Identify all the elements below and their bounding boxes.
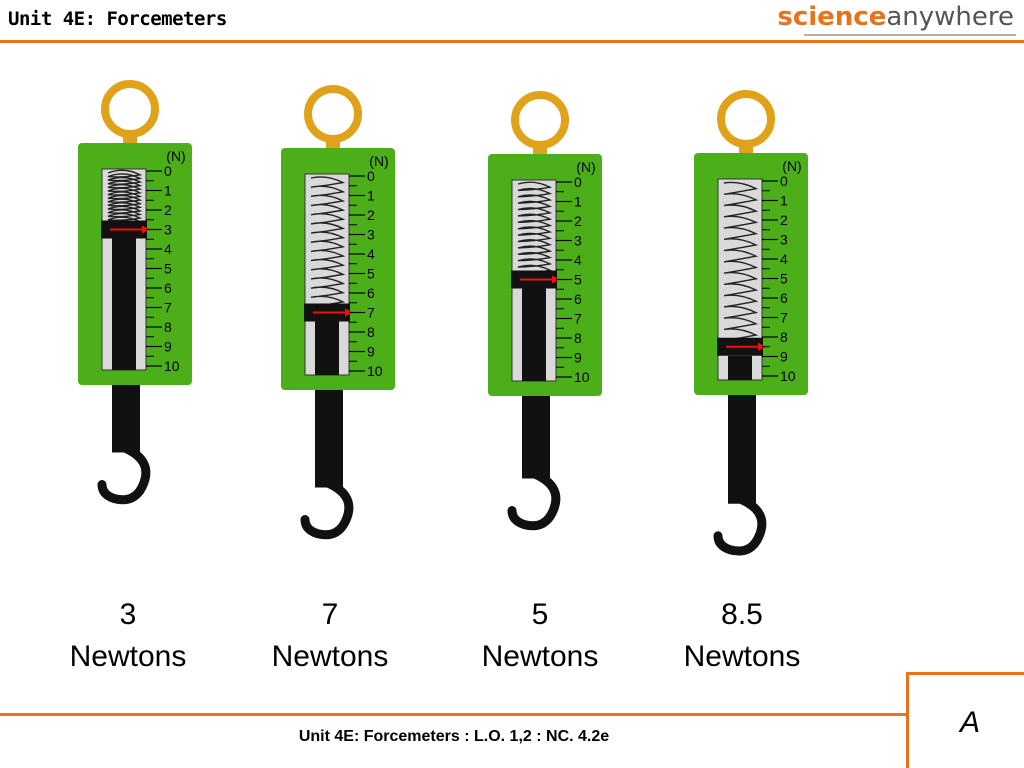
spring-1 [107, 169, 143, 225]
hook-rod-1 [112, 375, 140, 453]
ring-neck-4 [739, 141, 753, 155]
marker-bar-4 [728, 355, 752, 380]
tick-label-3-10: 10 [574, 369, 590, 385]
ring-neck-3 [533, 142, 547, 156]
tick-label-4-0: 0 [780, 173, 788, 189]
ring-2 [304, 85, 362, 143]
hook-2 [300, 479, 354, 540]
tick-label-3-8: 8 [574, 330, 582, 346]
tick-label-2-8: 8 [367, 324, 375, 340]
tick-label-3-0: 0 [574, 174, 582, 190]
reading-value-4: 8.5 [721, 598, 763, 631]
marker-bar-3 [522, 288, 546, 381]
tick-label-3-2: 2 [574, 213, 582, 229]
hook-1 [97, 444, 151, 505]
page-title: Unit 4E: Forcemeters [8, 8, 227, 30]
tick-label-2-4: 4 [367, 246, 375, 262]
tick-label-3-4: 4 [574, 252, 582, 268]
tick-label-2-6: 6 [367, 285, 375, 301]
forcemeters-diagram: (N)012345678910(N)012345678910(N)0123456… [78, 80, 808, 556]
tick-label-4-1: 1 [780, 193, 788, 209]
hook-rod-2 [315, 380, 343, 488]
forcemeter-2: (N)0 1 2 3 4 5 6 7 8 9 10 [281, 85, 395, 540]
reading-label-4: 8.5 Newtons [657, 594, 827, 678]
scale-unit-2: (N) [369, 153, 388, 169]
tick-label-2-3: 3 [367, 227, 375, 243]
tick-label-1-3: 3 [164, 222, 172, 238]
forcemeter-3: (N)0 1 2 3 4 5 6 7 8 9 10 [488, 91, 602, 531]
reading-unit-1: Newtons [69, 640, 187, 673]
forcemeter-4: (N)0 1 2 3 4 5 6 7 8 9 10 [694, 90, 808, 556]
hook-rod-4 [728, 385, 756, 504]
tick-label-3-3: 3 [574, 233, 582, 249]
slide-letter: A [959, 706, 980, 739]
tick-label-3-6: 6 [574, 291, 582, 307]
tick-label-2-0: 0 [367, 168, 375, 184]
footer-text: Unit 4E: Forcemeters : L.O. 1,2 : NC. 4.… [298, 728, 610, 745]
tick-label-2-5: 5 [367, 266, 375, 282]
tick-label-4-5: 5 [780, 271, 788, 287]
brand-logo: scienceanywhere [777, 2, 1014, 32]
tick-label-4-4: 4 [780, 251, 788, 267]
reading-unit-2: Newtons [271, 640, 389, 673]
tick-label-2-1: 1 [367, 188, 375, 204]
ring-3 [511, 91, 569, 149]
scale-unit-3: (N) [576, 159, 595, 175]
brand-underline [804, 34, 1016, 36]
spring-2 [310, 176, 346, 308]
forcemeter-1: (N)0 1 2 3 4 5 6 7 8 9 10 [78, 80, 192, 505]
hook-3 [507, 470, 561, 531]
hook-rod-3 [522, 386, 550, 479]
tick-label-4-9: 9 [780, 349, 788, 365]
reading-label-1: 3 Newtons [43, 594, 213, 678]
tick-label-2-9: 9 [367, 344, 375, 360]
marker-bar-2 [315, 321, 339, 375]
tick-label-4-3: 3 [780, 232, 788, 248]
reading-unit-4: Newtons [683, 640, 801, 673]
tick-label-3-9: 9 [574, 350, 582, 366]
reading-value-3: 5 [531, 598, 549, 631]
hook-4 [713, 495, 767, 556]
footer-corner-box [906, 672, 1024, 768]
brand-logo-part1: science [777, 2, 887, 32]
reading-value-2: 7 [321, 598, 339, 631]
tick-label-3-1: 1 [574, 194, 582, 210]
reading-value-1: 3 [119, 598, 137, 631]
tick-label-4-6: 6 [780, 290, 788, 306]
tick-label-1-7: 7 [164, 300, 172, 316]
scale-unit-4: (N) [782, 158, 801, 174]
marker-bar-1 [112, 238, 136, 370]
ring-neck-2 [326, 136, 340, 150]
reading-unit-3: Newtons [481, 640, 599, 673]
tick-label-2-10: 10 [367, 363, 383, 379]
footer-divider [0, 713, 908, 716]
tick-label-1-0: 0 [164, 163, 172, 179]
ring-4 [717, 90, 775, 148]
tick-label-4-2: 2 [780, 212, 788, 228]
tick-label-1-6: 6 [164, 280, 172, 296]
tick-label-2-7: 7 [367, 305, 375, 321]
tick-label-1-1: 1 [164, 183, 172, 199]
ring-1 [101, 80, 159, 138]
tick-label-4-7: 7 [780, 310, 788, 326]
tick-label-3-7: 7 [574, 311, 582, 327]
tick-label-4-8: 8 [780, 329, 788, 345]
tick-label-1-10: 10 [164, 358, 180, 374]
tick-label-1-9: 9 [164, 339, 172, 355]
reading-label-3: 5 Newtons [455, 594, 625, 678]
tick-label-3-5: 5 [574, 272, 582, 288]
tick-label-2-2: 2 [367, 207, 375, 223]
tick-label-1-2: 2 [164, 202, 172, 218]
header-divider [0, 40, 1024, 43]
brand-logo-part2: anywhere [886, 2, 1014, 32]
spring-4 [723, 181, 759, 342]
ring-neck-1 [123, 131, 137, 145]
tick-label-1-5: 5 [164, 261, 172, 277]
spring-3 [517, 181, 553, 275]
tick-label-1-4: 4 [164, 241, 172, 257]
tick-label-4-10: 10 [780, 368, 796, 384]
tick-label-1-8: 8 [164, 319, 172, 335]
reading-label-2: 7 Newtons [245, 594, 415, 678]
scale-unit-1: (N) [166, 148, 185, 164]
